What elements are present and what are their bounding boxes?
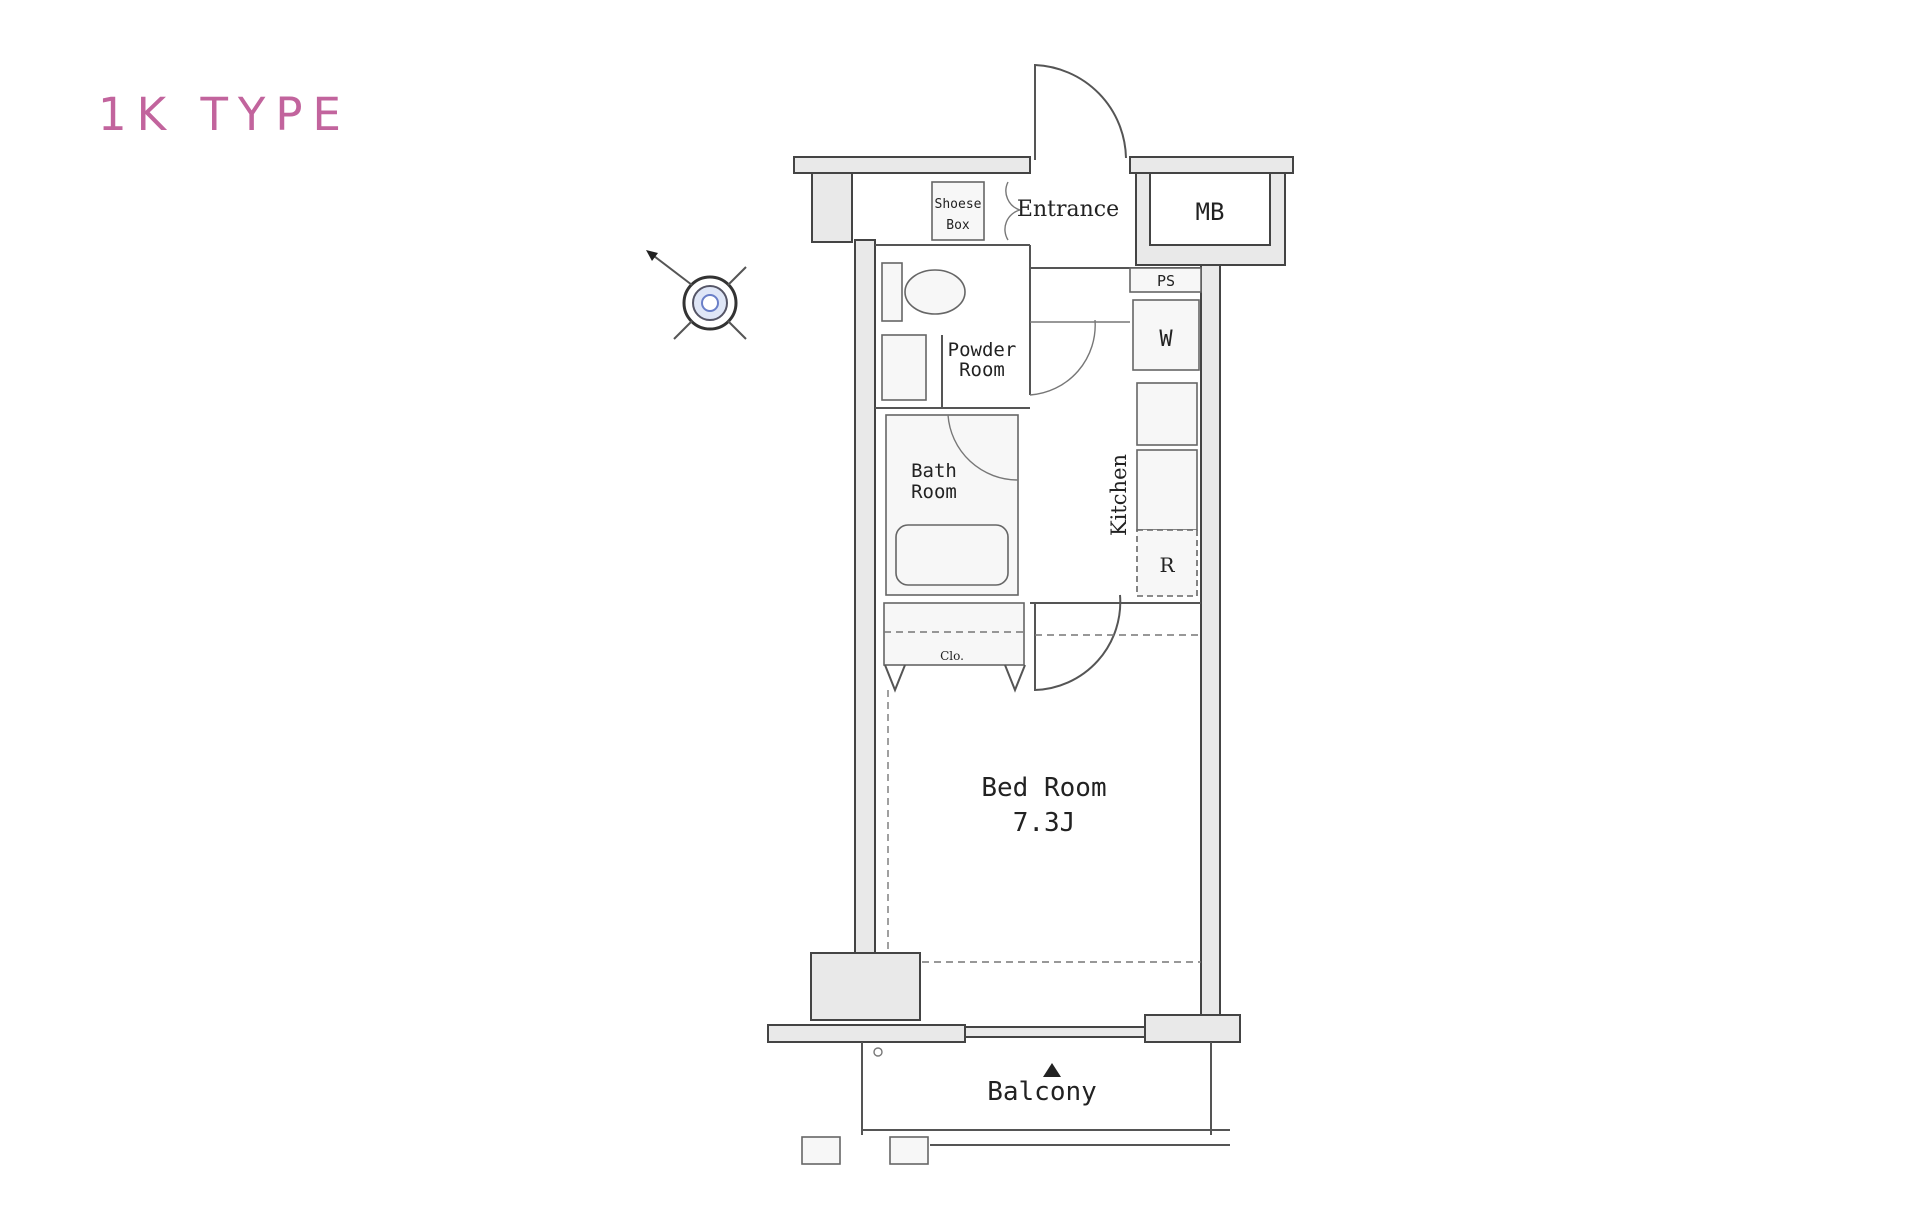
- wall-bottom-right: [1144, 1014, 1241, 1043]
- bath-room-label-2: Room: [911, 481, 957, 503]
- page-title: 1K TYPE: [98, 88, 351, 141]
- window-balcony: [964, 1026, 1146, 1038]
- ps-label: PS: [1157, 272, 1175, 290]
- wall-right: [1200, 264, 1221, 1026]
- outdoor-unit-2: [889, 1136, 929, 1165]
- bath-room-label-1: Bath: [911, 460, 957, 482]
- mb-label: MB: [1196, 198, 1225, 226]
- outdoor-unit-1: [801, 1136, 841, 1165]
- toilet: [904, 269, 966, 315]
- compass-icon: [646, 250, 747, 340]
- refrigerator-label: R: [1159, 553, 1175, 577]
- wall-column-top-left: [797, 172, 853, 243]
- powder-room-label-2: Room: [959, 359, 1005, 381]
- wall-top-left: [793, 156, 1031, 174]
- wall-left: [854, 239, 876, 954]
- sink: [1136, 449, 1198, 531]
- mb-box: [1135, 172, 1286, 266]
- ps-box: [1129, 267, 1202, 293]
- bed-room-area: 7.3J: [1013, 808, 1076, 838]
- kitchen-label: Kitchen: [1107, 454, 1131, 536]
- shoes-box: [931, 181, 985, 241]
- balcony-entry-arrow: [1043, 1063, 1061, 1077]
- balcony-label: Balcony: [987, 1077, 1097, 1107]
- shoes-box-label-1: Shoese: [935, 197, 982, 212]
- entrance-label: Entrance: [1017, 197, 1119, 222]
- washer: [1132, 299, 1200, 371]
- stove: [1136, 382, 1198, 446]
- wall-bottom: [767, 1024, 966, 1043]
- bed-room-label: Bed Room: [981, 773, 1106, 803]
- bathtub: [895, 524, 1009, 586]
- toilet-tank: [881, 262, 903, 322]
- closet-label: Clo.: [940, 649, 964, 663]
- shoes-box-label-2: Box: [946, 218, 970, 233]
- wall-column-bottom-left: [810, 952, 921, 1021]
- washer-label: W: [1159, 327, 1173, 352]
- washbasin: [881, 334, 927, 401]
- wall-top-right: [1129, 156, 1294, 174]
- refrigerator: [1136, 529, 1198, 597]
- closet: [883, 602, 1025, 666]
- entrance-door: [1034, 63, 1127, 160]
- powder-room-label-1: Powder: [948, 339, 1017, 361]
